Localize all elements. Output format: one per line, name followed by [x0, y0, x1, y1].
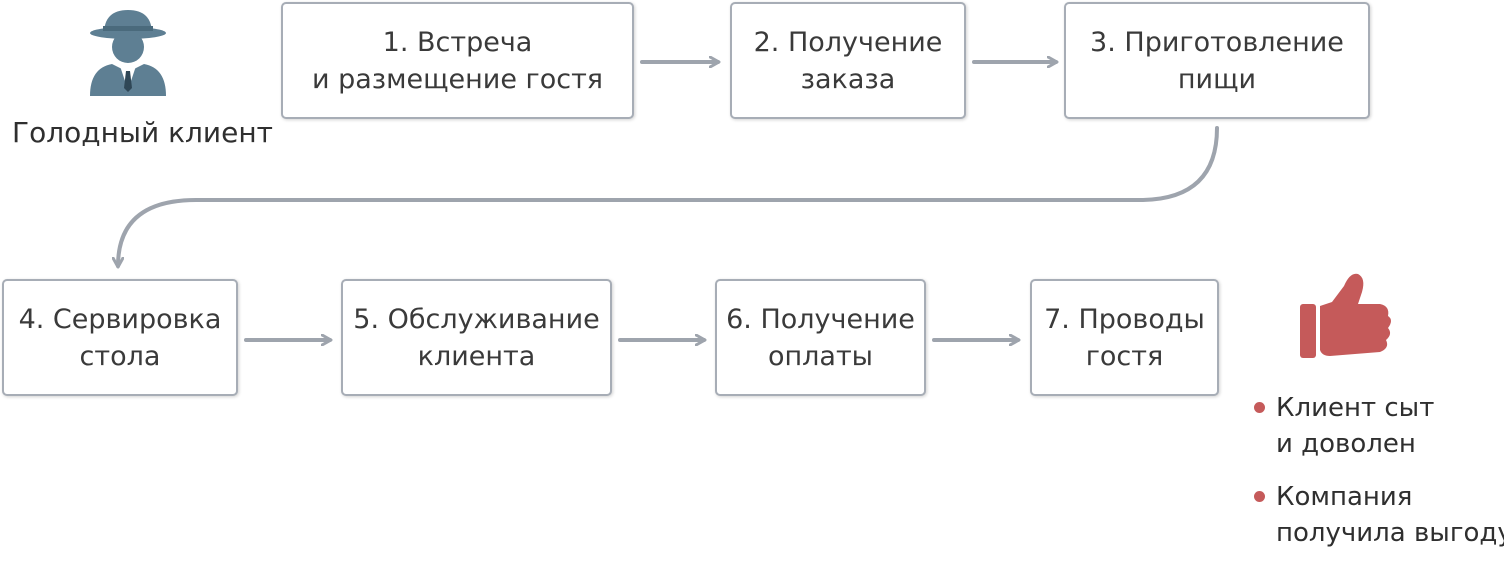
step-5-box: 5. Обслуживание клиента: [341, 279, 612, 396]
step-6-line-1: 6. Получение: [726, 303, 915, 335]
flow-diagram: [90, 10, 1391, 358]
step-6-box: 6. Получение оплаты: [715, 279, 926, 396]
step-2-line-1: 2. Получение: [753, 26, 943, 58]
step-1-line-1: 1. Встреча: [382, 26, 533, 58]
step-1-line-2: и размещение гостя: [311, 63, 604, 95]
results-list: Клиент сыт и доволен Компания получила в…: [1252, 390, 1504, 568]
spy-person-icon: [90, 10, 166, 96]
step-4-line-2: стола: [79, 340, 161, 372]
step-1-box: 1. Встреча и размещение гостя: [281, 2, 634, 119]
step-4-line-1: 4. Сервировка: [18, 303, 222, 335]
result-2-line-2: получила выгоду: [1276, 518, 1504, 548]
result-2-line-1: Компания: [1276, 482, 1413, 512]
result-item: Клиент сыт и доволен: [1252, 390, 1504, 462]
arrow-3-4: [118, 126, 1219, 266]
step-3-line-1: 3. Приготовление: [1090, 26, 1344, 58]
step-7-line-2: гостя: [1085, 340, 1164, 372]
bullet-dot: [1254, 402, 1265, 413]
result-item: Компания получила выгоду: [1252, 479, 1504, 551]
result-1-line-1: Клиент сыт: [1276, 393, 1435, 423]
step-2-box: 2. Получение заказа: [730, 2, 966, 119]
client-label: Голодный клиент: [12, 116, 273, 149]
step-6-line-2: оплаты: [767, 340, 874, 372]
step-3-box: 3. Приготовление пищи: [1064, 2, 1370, 119]
step-2-line-2: заказа: [800, 63, 896, 95]
step-3-line-2: пищи: [1177, 63, 1257, 95]
bullet-dot: [1254, 491, 1265, 502]
step-5-line-2: клиента: [417, 340, 536, 372]
step-5-line-1: 5. Обслуживание: [353, 303, 600, 335]
result-1-line-2: и доволен: [1276, 429, 1416, 459]
step-7-box: 7. Проводы гостя: [1030, 279, 1219, 396]
step-7-line-1: 7. Проводы: [1044, 303, 1205, 335]
thumbs-up-icon: [1300, 273, 1391, 358]
step-4-box: 4. Сервировка стола: [2, 279, 238, 396]
